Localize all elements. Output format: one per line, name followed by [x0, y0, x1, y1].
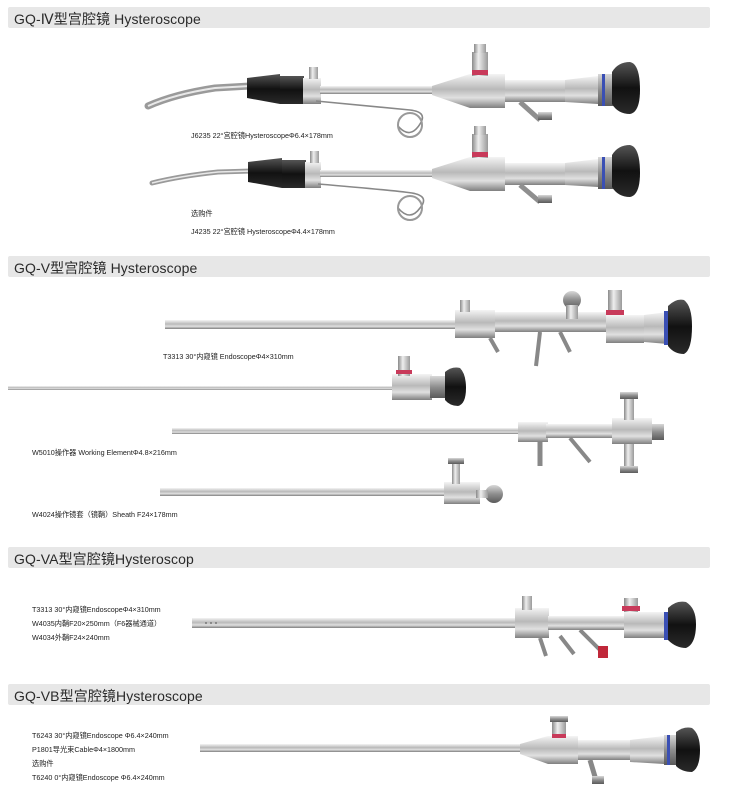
product-caption: T6240 0°内窥镜Endoscope Φ6.4×240mm: [32, 773, 165, 782]
product-caption: J4235 22°宫腔镜 HysteroscopeΦ4.4×178mm: [191, 227, 335, 236]
hysteroscope-j6235-illustration: [144, 44, 640, 138]
section-header-gq-iv: GQ-Ⅳ型宫腔镜 Hysteroscope: [8, 7, 710, 28]
optional-label: 选购件: [32, 759, 54, 768]
hysteroscope-gq-va-illustration: [192, 596, 696, 658]
endoscope-telescope-illustration: [8, 356, 466, 406]
product-caption: T6243 30°内窥镜Endoscope Φ6.4×240mm: [32, 731, 169, 740]
endoscope-t3313-assembly-illustration: [165, 290, 692, 367]
hysteroscope-j4235-illustration: [149, 126, 640, 221]
section-title: GQ-V型宫腔镜 Hysteroscope: [14, 260, 198, 276]
product-caption: W4024操作镜套（镜鞘）Sheath F24×178mm: [32, 510, 178, 519]
working-element-w5010-illustration: [172, 392, 664, 473]
sheath-w4024-illustration: [160, 458, 503, 504]
product-caption: W5010操作器 Working ElementΦ4.8×216mm: [32, 448, 177, 457]
section-title: GQ-Ⅳ型宫腔镜 Hysteroscope: [14, 11, 201, 27]
section-title: GQ-VA型宫腔镜Hysteroscop: [14, 551, 194, 567]
product-caption: J6235 22°宫腔镜HysteroscopeΦ6.4×178mm: [191, 131, 333, 140]
section-header-gq-va: GQ-VA型宫腔镜Hysteroscop: [8, 547, 710, 568]
optional-label: 选购件: [191, 209, 213, 218]
product-caption: W4035内鞘F20×250mm（F6器械通道）: [32, 619, 162, 628]
endoscope-t6243-illustration: [200, 716, 700, 784]
product-caption: W4034外鞘F24×240mm: [32, 633, 110, 642]
section-title: GQ-VB型宫腔镜Hysteroscope: [14, 688, 203, 704]
product-caption: T3313 30°内窥镜 EndoscopeΦ4×310mm: [163, 352, 294, 361]
product-caption: T3313 30°内窥镜EndoscopeΦ4×310mm: [32, 605, 161, 614]
product-caption: P1801导光束CableΦ4×1800mm: [32, 745, 136, 754]
section-header-gq-vb: GQ-VB型宫腔镜Hysteroscope: [8, 684, 710, 705]
section-header-gq-v: GQ-V型宫腔镜 Hysteroscope: [8, 256, 710, 277]
